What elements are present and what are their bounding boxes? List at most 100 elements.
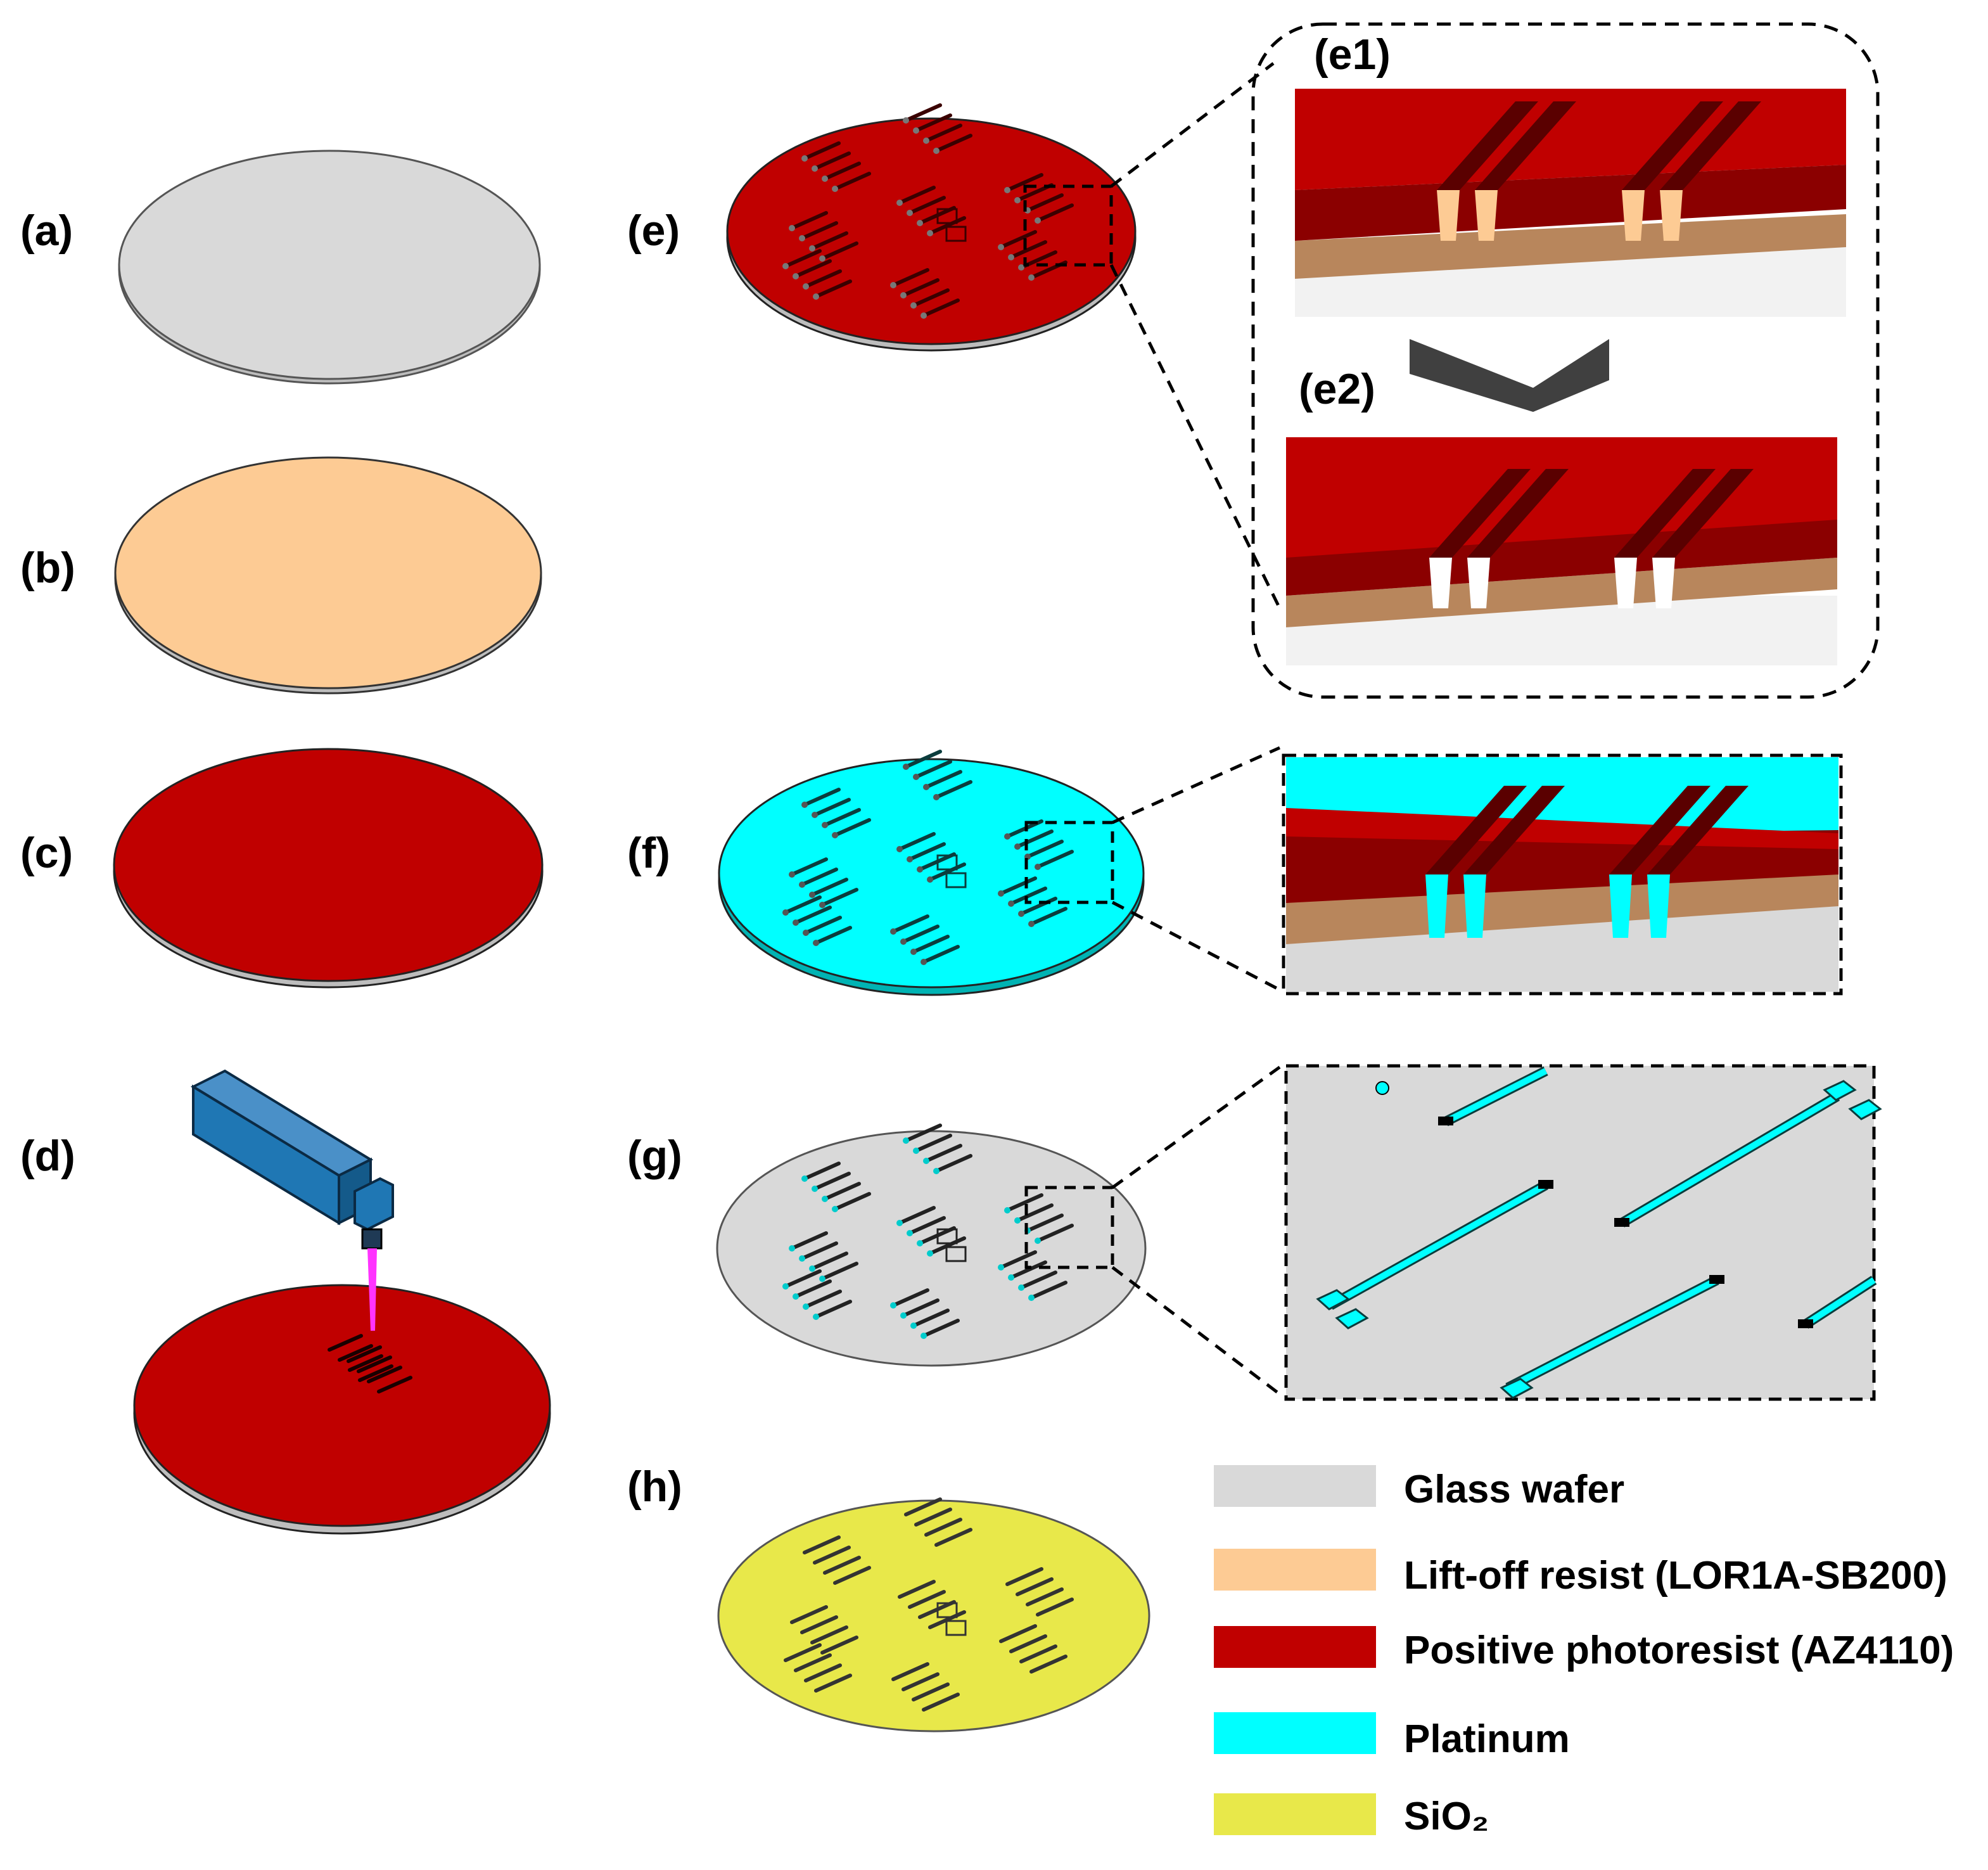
h-slots-g0-slot xyxy=(813,1546,851,1565)
e-slots-g2-pad xyxy=(809,245,815,252)
f-slots-g4-pad xyxy=(1014,843,1021,850)
f-slots-g3-pad xyxy=(907,856,913,862)
d-slot xyxy=(338,1344,373,1362)
e-slots-g0-pad xyxy=(812,165,818,172)
d-slot xyxy=(347,1345,382,1363)
f-slots-g0-slot xyxy=(813,798,851,817)
f-slots-g7-slot xyxy=(804,916,842,935)
d-slot xyxy=(328,1334,363,1352)
g-slots-g0-pad xyxy=(812,1186,818,1192)
e-slots-g7-slot xyxy=(794,259,832,278)
e-slots-g5-pad xyxy=(900,292,907,298)
wafer-g xyxy=(716,1124,1147,1367)
g-el4-trace xyxy=(1804,1277,1876,1328)
g-slots-g3-pad xyxy=(896,1220,903,1226)
g-slots-g5-slot xyxy=(912,1309,950,1328)
f-slots-g4-slot xyxy=(1016,829,1054,849)
g-slots-g1-slot xyxy=(934,1154,972,1173)
e-slots-g7-slot xyxy=(814,279,852,298)
e-slots-g7-pad xyxy=(803,283,809,290)
e-slots-g3-pad xyxy=(927,230,933,236)
f-slots-g0-pad xyxy=(801,802,808,808)
trench-pattern-e1 xyxy=(1437,101,1761,241)
e-slots-g5-slot xyxy=(922,298,960,317)
f-slots-g3-pad xyxy=(896,846,903,852)
g-slots-g3-pad xyxy=(917,1240,923,1246)
transition-arrow xyxy=(1410,339,1609,412)
f-slots-g5-pad xyxy=(910,949,917,955)
e-slots-g6-slot xyxy=(1009,240,1047,259)
f-slots-g2-slot xyxy=(820,888,858,907)
g-slots-g1-slot xyxy=(904,1124,942,1143)
f-slots-g0-slot xyxy=(803,788,841,807)
f-trench-wall-3 xyxy=(1647,786,1749,874)
g-slots-g6-slot xyxy=(1029,1281,1067,1300)
g-slots-g6-slot xyxy=(1009,1260,1047,1279)
e-slots-heater2 xyxy=(945,226,967,242)
e-slots-g5-slot xyxy=(912,288,950,307)
e-slots-g0-slot xyxy=(803,141,841,160)
e-slots-g0-pad xyxy=(832,186,838,192)
g-slots-g4-slot xyxy=(1005,1193,1043,1212)
e-slots-g3-pad xyxy=(917,220,923,226)
h-slots-g5-slot xyxy=(912,1682,950,1701)
e-slots-g7-pad xyxy=(782,263,789,269)
e-slots-g3-slot xyxy=(908,196,946,215)
f-slots-g6-slot xyxy=(999,876,1037,895)
legend-swatch-2 xyxy=(1214,1626,1376,1668)
e-slots-g5-pad xyxy=(910,302,917,309)
e-slots-g1-slot xyxy=(904,103,942,122)
f-slots-g7-slot xyxy=(784,895,822,914)
g-slots-g7-slot xyxy=(794,1279,832,1298)
e-slots-g0-slot xyxy=(833,172,871,191)
legend-label-platinum: Platinum xyxy=(1404,1717,1570,1761)
f-trench-wall-0 xyxy=(1425,786,1527,874)
f-slots-g7-pad xyxy=(793,919,799,926)
e-slots-g5-slot xyxy=(902,278,940,297)
panel-label-f: (f) xyxy=(627,829,670,877)
exposed-pattern xyxy=(782,103,1074,319)
zoom-lines xyxy=(1109,62,1282,1395)
h-slots-g7-slot xyxy=(784,1643,822,1662)
e1-trench-gap-2 xyxy=(1622,190,1645,241)
h-slots-g1-slot xyxy=(924,1518,962,1537)
wafer-d xyxy=(133,1284,551,1535)
panel-label-g: (g) xyxy=(627,1132,682,1180)
electrode-detail xyxy=(1316,1066,1882,1399)
f-slots-g5-pad xyxy=(900,938,907,945)
e-slots-g5-pad xyxy=(890,282,896,288)
inset-f xyxy=(1282,753,1843,996)
g-slots-g1-pad xyxy=(933,1168,940,1174)
f-slots-g4-slot xyxy=(1036,850,1074,869)
legend-label-lor: Lift-off resist (LOR1A-SB200) xyxy=(1404,1554,1947,1598)
panel-label-h: (h) xyxy=(627,1463,682,1511)
g-slots-g5-slot xyxy=(922,1319,960,1338)
g-slots-g1-pad xyxy=(903,1137,909,1144)
e1-trench-wall-1 xyxy=(1475,101,1576,190)
e-slots-g6-pad xyxy=(1028,274,1035,281)
g-slots-g5-pad xyxy=(921,1333,927,1339)
f-slots-g2-pad xyxy=(819,902,825,908)
f-slots-g1-pad xyxy=(903,764,909,770)
e-slots-g2-pad xyxy=(799,235,805,241)
e-slots-g7-slot xyxy=(784,249,822,268)
wafer-a xyxy=(118,150,541,385)
e-slots-g0-slot xyxy=(823,162,861,181)
panel-label-e1: (e1) xyxy=(1314,30,1391,79)
h-slots-g2-slot xyxy=(820,1636,858,1655)
h-slots-g1-slot xyxy=(914,1508,952,1527)
g-slots-g1-slot xyxy=(924,1144,962,1163)
e1-trench-gap-1 xyxy=(1475,190,1498,241)
e-slots-g0-pad xyxy=(822,176,828,182)
h-slots-g3-slot xyxy=(928,1610,966,1629)
h-slots-g4-slot xyxy=(1005,1567,1043,1586)
d-slot xyxy=(377,1376,412,1393)
f-slots-g4-slot xyxy=(1026,840,1064,859)
e-slots-g5-pad xyxy=(921,312,927,319)
g-slots-g7-slot xyxy=(804,1290,842,1309)
h-slots-g2-slot xyxy=(800,1615,838,1634)
g-slots-g3-slot xyxy=(908,1216,946,1235)
g-slots-g1-pad xyxy=(923,1158,929,1164)
g-slots-g3-slot xyxy=(928,1236,966,1255)
